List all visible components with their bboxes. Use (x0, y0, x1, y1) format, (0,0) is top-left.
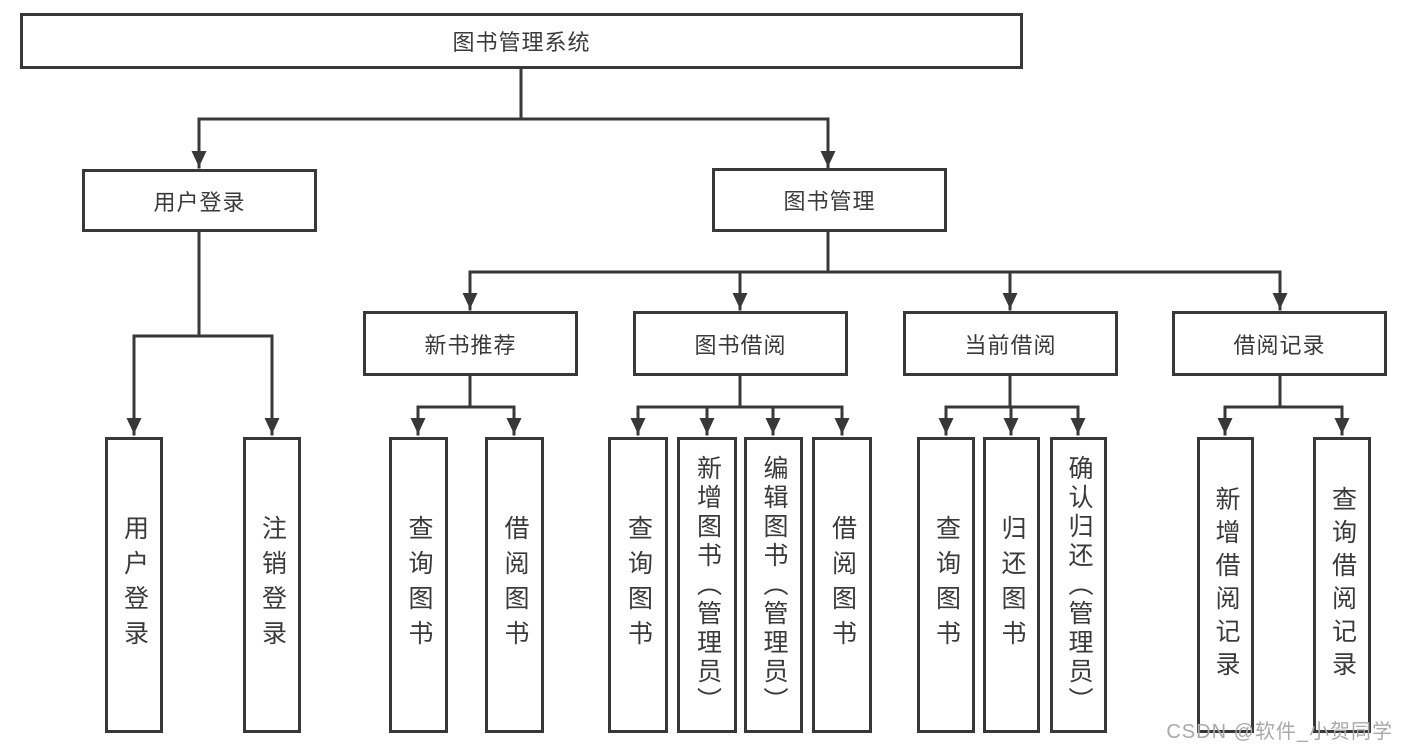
node-book-management-label: 图书管理 (783, 189, 876, 214)
leaf-query-borrow-record: 查询借阅记录 (1313, 437, 1371, 733)
leaf-query-books-2-label: 查询图书 (624, 515, 653, 655)
leaf-query-borrow-record-label: 查询借阅记录 (1328, 486, 1357, 684)
node-root-system: 图书管理系统 (20, 13, 1023, 69)
leaf-query-books-1-label: 查询图书 (405, 515, 433, 655)
csdn-watermark: CSDN @软件_小贺同学 (1166, 721, 1393, 743)
leaf-query-books-2: 查询图书 (608, 437, 668, 733)
leaf-logout-label: 注销登录 (258, 515, 287, 655)
node-current-borrow: 当前借阅 (903, 311, 1118, 376)
leaf-user-login: 用户登录 (105, 437, 163, 733)
leaf-borrow-books-2: 借阅图书 (812, 437, 872, 733)
node-user-login-label: 用户登录 (153, 189, 246, 215)
leaf-borrow-books-1: 借阅图书 (485, 437, 544, 733)
leaf-edit-books-admin-label: 编辑图书（管理员） (760, 454, 788, 716)
node-book-borrow: 图书借阅 (633, 311, 848, 376)
leaf-user-login-label: 用户登录 (120, 515, 149, 655)
node-book-borrow-label: 图书借阅 (694, 332, 787, 358)
leaf-query-books-3: 查询图书 (917, 437, 975, 733)
node-current-borrow-label: 当前借阅 (964, 332, 1057, 358)
leaf-return-books-label: 归还图书 (998, 515, 1026, 655)
node-book-management: 图书管理 (712, 168, 947, 232)
leaf-add-books-admin-label: 新增图书（管理员） (693, 454, 722, 716)
leaf-edit-books-admin: 编辑图书（管理员） (744, 437, 803, 733)
leaf-add-borrow-record: 新增借阅记录 (1197, 437, 1254, 733)
leaf-borrow-books-2-label: 借阅图书 (828, 515, 857, 655)
node-user-login: 用户登录 (82, 169, 317, 232)
node-new-book-recommend-label: 新书推荐 (424, 332, 517, 358)
leaf-confirm-return-admin-label: 确认归还（管理员） (1065, 454, 1093, 716)
leaf-query-books-1: 查询图书 (389, 437, 448, 733)
node-root-label: 图书管理系统 (452, 30, 591, 55)
leaf-confirm-return-admin: 确认归还（管理员） (1050, 437, 1107, 733)
leaf-query-books-3-label: 查询图书 (932, 515, 961, 655)
leaf-add-books-admin: 新增图书（管理员） (677, 437, 737, 733)
leaf-logout: 注销登录 (243, 437, 301, 733)
node-borrow-records-label: 借阅记录 (1233, 332, 1326, 358)
leaf-add-borrow-record-label: 新增借阅记录 (1212, 486, 1240, 684)
leaf-return-books: 归还图书 (983, 437, 1040, 733)
node-borrow-records: 借阅记录 (1172, 311, 1387, 376)
leaf-borrow-books-1-label: 借阅图书 (501, 515, 529, 655)
node-new-book-recommend: 新书推荐 (363, 311, 578, 376)
